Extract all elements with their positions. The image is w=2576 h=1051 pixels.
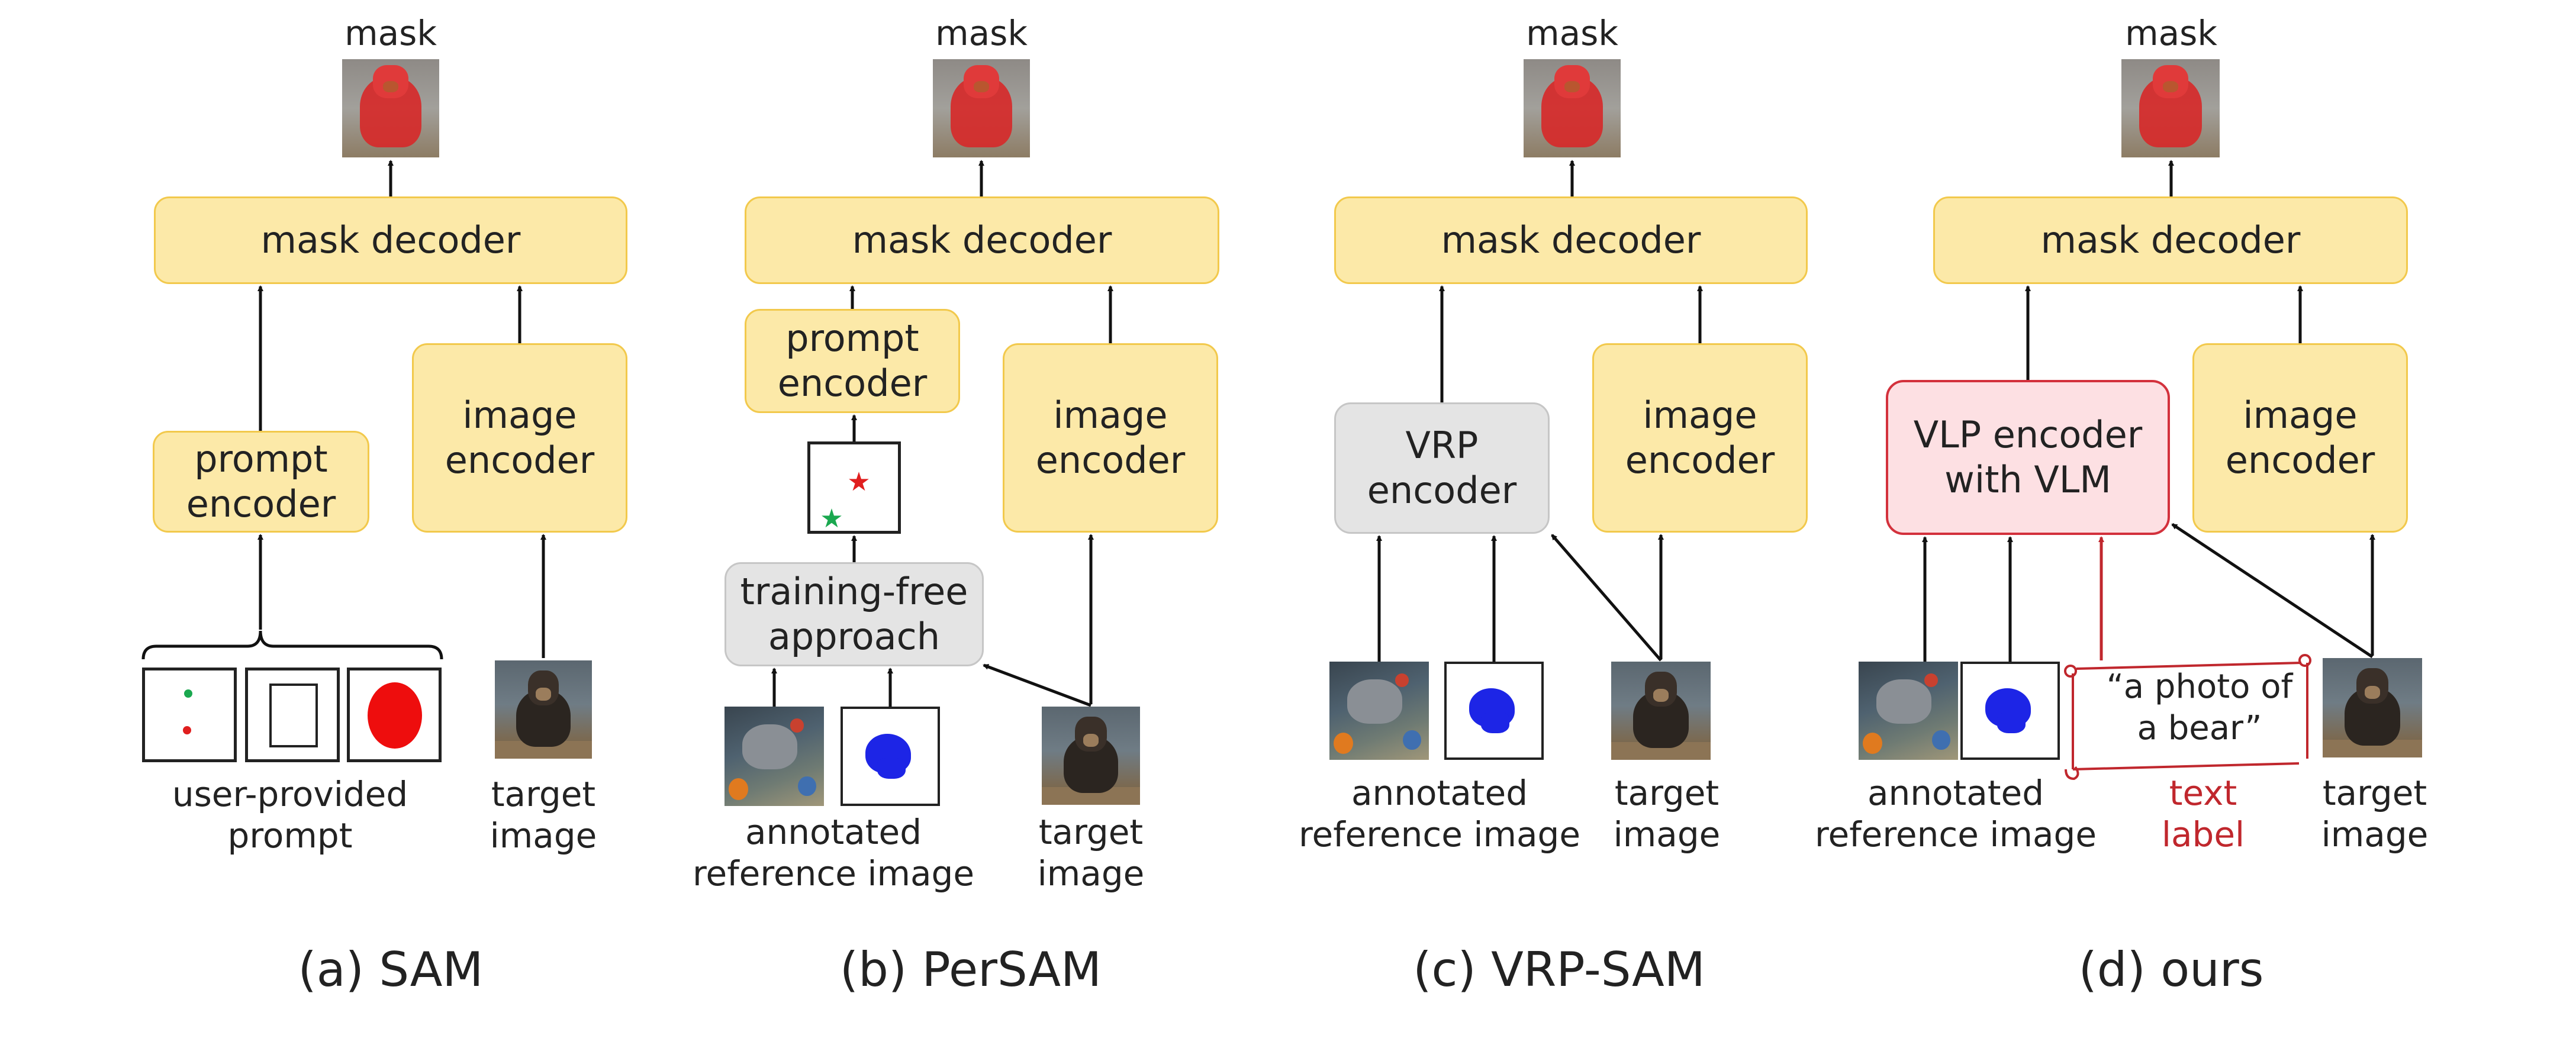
sam-mask-prompt <box>347 668 442 762</box>
ours-reference-image <box>1859 662 1958 760</box>
vrpsam-arrow-target-vrp <box>1551 534 1662 662</box>
ours-reference-mask <box>1960 662 2060 760</box>
vrpsam-vrp-encoder: VRP encoder <box>1334 402 1550 534</box>
persam-target-image-label: target image <box>1037 812 1145 894</box>
sam-target-image-label: target image <box>490 774 597 856</box>
persam-image-encoder: image encoder <box>1003 343 1218 533</box>
persam-prompt-encoder: prompt encoder <box>745 309 960 413</box>
persam-mask-decoder: mask decoder <box>745 196 1219 284</box>
sam-image-encoder: image encoder <box>412 343 627 533</box>
vrpsam-target-image <box>1611 662 1711 760</box>
vrpsam-target-image-label: target image <box>1613 773 1721 855</box>
sam-mask-decoder: mask decoder <box>154 196 627 284</box>
ours-reference-label: annotated reference image <box>1814 773 2097 855</box>
sam-user-prompt-label: user-provided prompt <box>172 774 408 856</box>
star-red-icon: ★ <box>847 467 871 497</box>
caption-vrpsam: (c) VRP-SAM <box>1413 942 1705 997</box>
ours-text-label: text label <box>2161 773 2245 855</box>
persam-location-prior: ★ ★ <box>807 441 901 534</box>
persam-reference-image <box>724 707 824 806</box>
ours-mask-label: mask <box>2125 13 2217 53</box>
ours-target-image <box>2323 658 2422 757</box>
persam-mask-label: mask <box>935 13 1028 53</box>
persam-reference-label: annotated reference image <box>692 812 975 894</box>
ours-target-image-label: target image <box>2321 773 2429 855</box>
sam-mask-label: mask <box>344 13 437 53</box>
sam-target-image <box>495 660 592 759</box>
red-point-icon <box>183 726 191 734</box>
ours-mask-decoder: mask decoder <box>1933 196 2408 284</box>
ours-arrow-target-vlp <box>2171 523 2374 659</box>
ours-text-prompt: “a photo of a bear” <box>2106 668 2293 747</box>
sam-mask-image <box>342 59 439 157</box>
vrpsam-mask-label: mask <box>1526 13 1618 53</box>
caption-ours: (d) ours <box>2078 942 2264 997</box>
caption-persam: (b) PerSAM <box>839 942 1102 997</box>
ours-mask-image <box>2121 59 2220 157</box>
ours-image-encoder: image encoder <box>2192 343 2408 533</box>
sam-prompt-brace <box>141 630 443 660</box>
persam-arrow-target-approach <box>983 663 1091 707</box>
persam-reference-mask <box>841 707 940 806</box>
green-point-icon <box>184 689 192 698</box>
sam-box-prompt <box>245 668 340 762</box>
text-scroll-icon <box>2064 654 2311 781</box>
persam-mask-image <box>933 59 1030 157</box>
box-prompt-icon <box>269 684 318 747</box>
vrpsam-mask-image <box>1524 59 1621 157</box>
star-green-icon: ★ <box>820 504 843 534</box>
vrpsam-image-encoder: image encoder <box>1592 343 1808 533</box>
caption-sam: (a) SAM <box>298 942 484 997</box>
vrpsam-mask-decoder: mask decoder <box>1334 196 1808 284</box>
vrpsam-reference-image <box>1329 662 1429 760</box>
sam-point-prompt <box>142 668 237 762</box>
sam-prompt-encoder: prompt encoder <box>153 431 369 533</box>
persam-training-free-approach: training-free approach <box>724 562 984 666</box>
vrpsam-reference-mask <box>1444 662 1544 760</box>
mask-prompt-icon <box>368 682 422 749</box>
ours-vlp-encoder: VLP encoder with VLM <box>1886 380 2170 535</box>
vrpsam-reference-label: annotated reference image <box>1298 773 1581 855</box>
persam-target-image <box>1042 707 1140 805</box>
